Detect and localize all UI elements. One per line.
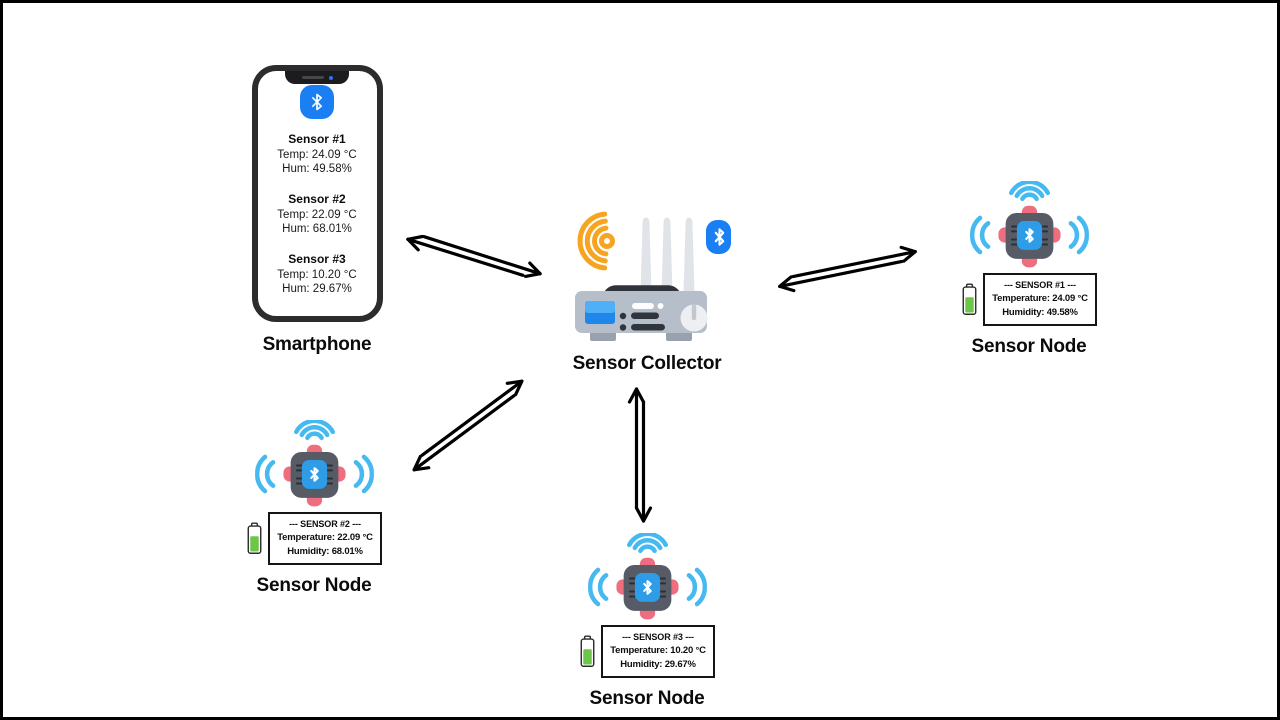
phone-speaker [301,75,324,80]
node-temperature: Temperature: 10.20 °C [610,645,706,657]
sensor-node-label: Sensor Node [256,574,372,596]
chip-icon [588,533,707,623]
battery-icon [246,522,263,555]
arrow-collector-node1 [778,245,917,293]
chip-icon [970,181,1089,271]
node-title: --- SENSOR #3 --- [622,632,694,642]
phone-camera [328,75,333,80]
node-display: --- SENSOR #1 --- Temperature: 24.09 °C … [961,273,1097,326]
node-title: --- SENSOR #2 --- [289,519,361,529]
sensor-temp: Temp: 22.09 °C [277,209,357,222]
router-screen [585,301,615,324]
smartphone-label: Smartphone [262,334,372,355]
smartphone-device: Sensor #1 Temp: 24.09 °C Hum: 49.58% Sen… [250,65,384,356]
battery-icon [579,635,596,668]
sensor-temp: Temp: 10.20 °C [277,269,357,282]
sensor-node-1: --- SENSOR #1 --- Temperature: 24.09 °C … [954,181,1104,358]
sensor-collector-icon [575,211,731,341]
radio-waves-icon [577,211,615,271]
arrow-collector-node2 [412,379,524,472]
sensor-node-2: --- SENSOR #2 --- Temperature: 22.09 °C … [239,420,389,597]
arrow-phone-collector [406,234,542,279]
sensor-hum: Hum: 49.58% [282,163,352,176]
node-humidity: Humidity: 68.01% [287,545,363,557]
sensor-node-3: --- SENSOR #3 --- Temperature: 10.20 °C … [572,533,722,710]
node-title: --- SENSOR #1 --- [1004,280,1076,290]
phone-notch [285,71,349,84]
smartphone-screen: Sensor #1 Temp: 24.09 °C Hum: 49.58% Sen… [258,71,377,316]
node-screen: --- SENSOR #3 --- Temperature: 10.20 °C … [601,625,715,678]
router-indicators [619,303,665,331]
node-temperature: Temperature: 22.09 °C [277,532,373,544]
node-humidity: Humidity: 29.67% [620,658,696,670]
smartphone-frame: Sensor #1 Temp: 24.09 °C Hum: 49.58% Sen… [251,65,383,322]
router-feet [590,331,692,341]
sensor-node-label: Sensor Node [589,687,705,709]
sensor-collector-device: Sensor Collector [552,205,742,375]
sensor-name: Sensor #3 [288,252,346,267]
phone-sensor-1-readout: Sensor #1 Temp: 24.09 °C Hum: 49.58% [277,132,356,176]
node-display: --- SENSOR #2 --- Temperature: 22.09 °C … [246,512,382,565]
bluetooth-icon [706,220,731,254]
node-display: --- SENSOR #3 --- Temperature: 10.20 °C … [579,625,715,678]
antenna-icon [640,217,695,293]
node-temperature: Temperature: 24.09 °C [992,293,1088,305]
arrow-collector-node3 [627,387,653,523]
sensor-hum: Hum: 68.01% [282,223,352,236]
sensor-node-label: Sensor Node [971,335,1087,357]
sensor-name: Sensor #1 [288,132,346,146]
node-humidity: Humidity: 49.58% [1002,306,1078,318]
phone-sensor-3-readout: Sensor #3 Temp: 10.20 °C Hum: 29.67% [277,252,356,296]
node-screen: --- SENSOR #1 --- Temperature: 24.09 °C … [983,273,1097,326]
chip-icon [255,420,374,510]
sensor-name: Sensor #2 [288,192,346,207]
phone-sensor-2-readout: Sensor #2 Temp: 22.09 °C Hum: 68.01% [277,192,356,236]
sensor-collector-label: Sensor Collector [572,353,722,374]
node-screen: --- SENSOR #2 --- Temperature: 22.09 °C … [268,512,382,565]
sensor-temp: Temp: 24.09 °C [277,149,357,161]
sensor-hum: Hum: 29.67% [282,283,352,296]
bluetooth-icon [300,85,334,119]
battery-icon [961,283,978,316]
knob-icon [680,304,708,332]
